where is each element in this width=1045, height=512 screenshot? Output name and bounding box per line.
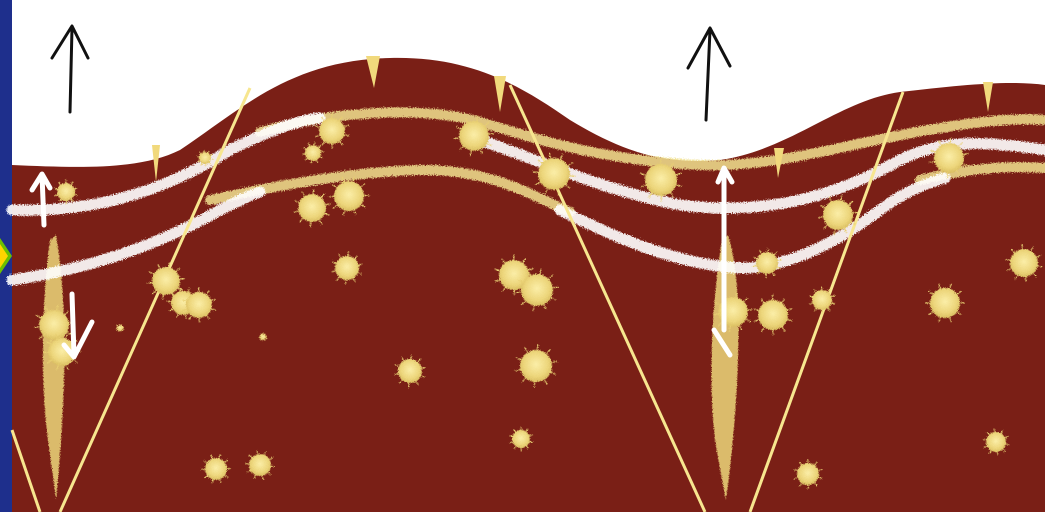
granule [57,183,75,201]
granule [334,181,364,211]
granule-ray [537,344,538,351]
granule [758,300,788,330]
granule [645,164,677,196]
granule-ray [117,329,118,330]
granule [538,158,570,190]
granule-ray [261,334,262,335]
granule [934,143,964,173]
granule [1010,249,1038,277]
granule [512,430,530,448]
granule-ray [121,324,122,325]
granule-ray [210,159,213,160]
granule-ray [1022,244,1023,250]
granule-ray [260,339,261,340]
granule-ray [311,160,312,164]
granule-ray [947,171,948,178]
granule-ray [994,429,995,433]
granule-ray [997,451,998,455]
granule [756,252,778,274]
granule-ray [264,339,265,340]
granule [812,290,832,310]
granule [520,350,552,382]
granule [298,194,326,222]
granule-ray [534,380,535,387]
granule [335,256,359,280]
granule-ray [197,156,200,157]
granule-ray [122,326,123,327]
granule-ray [1025,276,1026,282]
granule-ray [118,330,119,331]
granule-ray [310,221,311,227]
granule [186,292,212,318]
granule [930,288,960,318]
granule [398,359,422,383]
granule-ray [259,335,260,336]
granule [249,454,271,476]
granule [205,458,227,480]
granule-ray [314,142,315,146]
granule [319,118,345,144]
granule-ray [167,301,172,302]
granule-ray [313,189,314,195]
granule-ray [117,325,118,326]
granule-ray [265,338,266,339]
granule [797,463,819,485]
granule-ray [950,138,951,145]
granule-ray [122,330,123,331]
granule-ray [265,334,266,335]
